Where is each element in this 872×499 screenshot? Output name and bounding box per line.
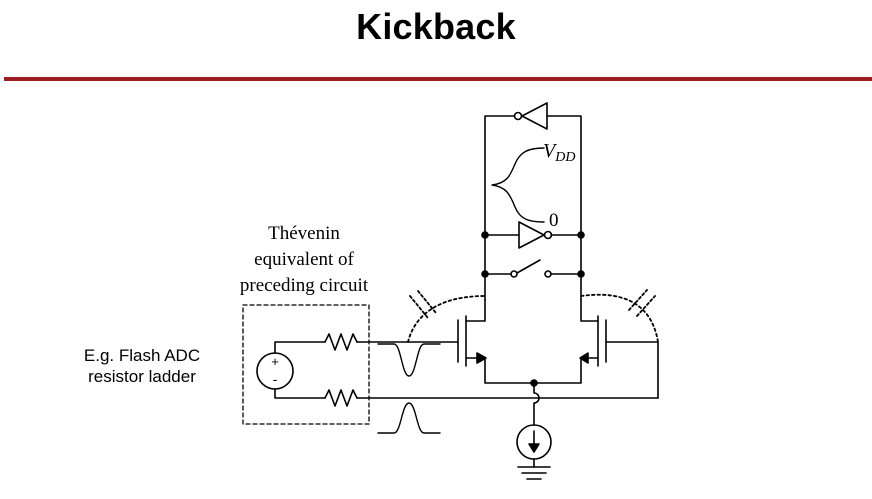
- thevenin-label-line-2: equivalent of: [254, 249, 354, 270]
- output-swing-brace: [491, 147, 545, 223]
- zero-label: 0: [549, 210, 559, 231]
- right-coupling-arc: [580, 293, 659, 343]
- side-note-line-2: resistor ladder: [88, 367, 196, 386]
- tail-to-source-wire: [533, 382, 540, 426]
- vdd-label: VDD: [543, 140, 575, 165]
- ground-icon: [517, 458, 551, 480]
- top-resistor-icon: [324, 333, 358, 351]
- positive-pulse-icon: [377, 402, 441, 434]
- thevenin-dashed-box: [242, 304, 370, 425]
- thevenin-label-line-1: Thévenin: [268, 223, 340, 244]
- node-dot-right-upper: [577, 231, 585, 239]
- right-nmos-transistor-icon: [579, 299, 659, 399]
- source-minus-label: -: [273, 371, 278, 387]
- bottom-input-wire: [274, 388, 326, 399]
- right-coupling-capacitor-icon: [628, 289, 656, 317]
- node-dot-right-lower: [577, 270, 585, 278]
- side-note: E.g. Flash ADC resistor ladder: [62, 345, 222, 387]
- side-note-line-1: E.g. Flash ADC: [83, 346, 201, 365]
- current-source-icon: [516, 424, 552, 460]
- negative-pulse-icon: [377, 343, 441, 377]
- node-dot-left-upper: [481, 231, 489, 239]
- middle-inverter-icon: [518, 221, 553, 249]
- left-coupling-capacitor-icon: [409, 290, 437, 319]
- source-plus-label: +: [271, 354, 279, 369]
- top-input-wire: [274, 341, 326, 354]
- reset-switch-icon: [484, 259, 582, 278]
- top-inverter-icon: [513, 102, 548, 130]
- voltage-source-icon: + -: [256, 352, 294, 390]
- bottom-resistor-icon: [324, 389, 358, 407]
- thevenin-label: Thévenin equivalent of preceding circuit: [240, 223, 369, 296]
- thevenin-label-line-3: preceding circuit: [240, 275, 369, 296]
- tail-wire: [484, 357, 582, 384]
- left-coupling-arc: [407, 295, 486, 343]
- latch-left-rail: [484, 115, 515, 301]
- left-nmos-transistor-icon: [457, 299, 487, 367]
- slide-title: Kickback: [356, 6, 516, 47]
- node-dot-left-lower: [481, 270, 489, 278]
- title-divider: [4, 77, 872, 81]
